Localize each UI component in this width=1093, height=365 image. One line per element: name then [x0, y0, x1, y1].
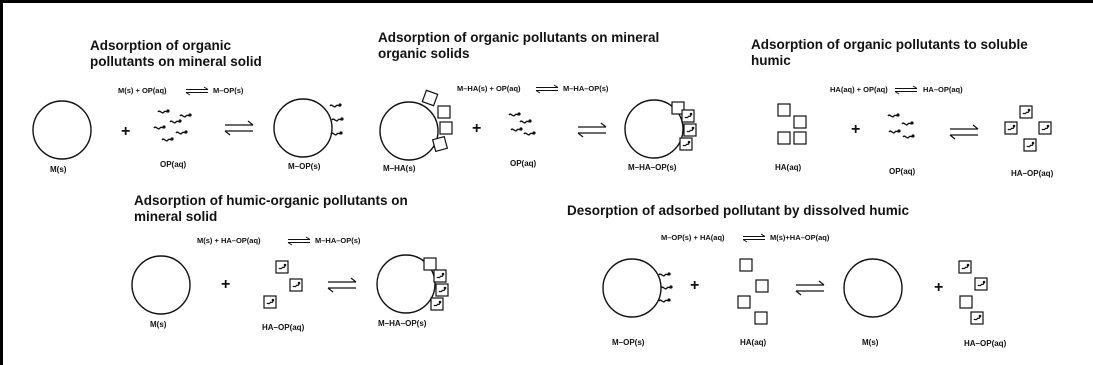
- panel2-eq-right: M–HA–OP(s): [563, 84, 609, 93]
- panel2-eq-arrow: [535, 84, 559, 94]
- panel4-mineral-circle: [131, 255, 191, 315]
- panel5-humic-squares: [737, 258, 769, 325]
- panel4-title-line1: Adsorption of humic-organic pollutants o…: [134, 193, 408, 208]
- panel1-eq-left: M(s) + OP(aq): [118, 86, 167, 95]
- panel2-plus: +: [472, 120, 481, 137]
- panel1-product-circle: [273, 98, 333, 158]
- panel5-label-ha: HA(aq): [740, 338, 767, 347]
- panel2-mineral-circle: [379, 101, 439, 161]
- panel5-mineral-circle: [843, 258, 903, 318]
- panel4-eq-left: M(s) + HA–OP(aq): [197, 236, 261, 245]
- panel4-humic-pollutant-complexes: [263, 260, 303, 309]
- panel4-equilibrium-arrow: [327, 277, 357, 293]
- panel4-eq-arrow: [287, 236, 311, 246]
- panel1-title-line2: pollutants on mineral solid: [90, 54, 262, 69]
- panel1-label-mineral: M(s): [50, 165, 67, 174]
- panel1-eq-arrow: [185, 86, 209, 96]
- panel5-label-product: HA–OP(aq): [964, 339, 1007, 348]
- panel5-eq-right: M(s)+HA–OP(aq): [770, 233, 830, 242]
- panel1-title: Adsorption of organic pollutants on mine…: [90, 38, 262, 70]
- panel3-label-product: HA–OP(aq): [1011, 169, 1054, 178]
- panel5-reactant-circle: [602, 258, 662, 318]
- panel1-pollutants: [153, 108, 193, 142]
- panel3-pollutants: [887, 112, 916, 139]
- panel2-eq-left: M–HA(s) + OP(aq): [457, 84, 521, 93]
- panel1-label-product: M–OP(s): [288, 162, 321, 171]
- panel3-humic-squares: [777, 103, 807, 145]
- panel5-adsorbed-pollutants: [658, 271, 674, 303]
- panel4-label-mineral: M(s): [150, 320, 167, 329]
- panel1-eq-right: M–OP(s): [213, 86, 244, 95]
- panel3-title: Adsorption of organic pollutants to solu…: [751, 37, 1028, 69]
- panel3-title-line2: humic: [751, 53, 791, 68]
- panel1-title-line1: Adsorption of organic: [90, 38, 231, 53]
- panel2-title-line1: Adsorption of organic pollutants on mine…: [378, 30, 660, 45]
- panel1-mineral-circle: [32, 100, 92, 160]
- panel5-label-reactant: M–OP(s): [612, 338, 645, 347]
- panel1-equilibrium-arrow: [224, 120, 254, 136]
- panel3-plus: +: [851, 121, 860, 138]
- panel4: M(s) + HA–OP(aq) M–HA–OP(s) M(s) + HA–OP…: [131, 236, 449, 332]
- panel4-plus: +: [221, 276, 230, 293]
- panel3-eq-arrow: [894, 85, 918, 95]
- panel3-label-op: OP(aq): [889, 167, 916, 176]
- panel2-equilibrium-arrow: [577, 122, 607, 138]
- panel2-humic-coating: [421, 89, 453, 153]
- panel1-plus: +: [121, 123, 130, 140]
- panel3-label-ha: HA(aq): [775, 163, 802, 172]
- panel3-equilibrium-arrow: [949, 124, 979, 140]
- panel2-product-circle: [624, 99, 684, 159]
- panel5-eq-left: M–OP(s) + HA(aq): [661, 233, 725, 242]
- panel4-label-haop: HA–OP(aq): [262, 323, 305, 332]
- panel3-title-line1: Adsorption of organic pollutants to solu…: [751, 37, 1028, 52]
- panel5-label-mineral: M(s): [862, 338, 879, 347]
- panel4-eq-right: M–HA–OP(s): [315, 236, 361, 245]
- panel5-eq-arrow: [742, 233, 766, 243]
- panel5-humic-pollutant-complexes: [958, 260, 988, 325]
- panel5-plus-2: +: [934, 279, 943, 296]
- panel2-label-product: M–HA–OP(s): [628, 163, 677, 172]
- panel2-title-line2: organic solids: [378, 46, 470, 61]
- panel2-label-op: OP(aq): [510, 159, 537, 168]
- panel5-title: Desorption of adsorbed pollutant by diss…: [567, 203, 910, 218]
- panel4-title: Adsorption of humic-organic pollutants o…: [134, 193, 408, 225]
- panel5-equilibrium-arrow: [795, 280, 825, 296]
- panel3-humic-pollutant-complexes: [1004, 105, 1052, 152]
- panel5: M–OP(s) + HA(aq) M(s)+HA–OP(aq) M–OP(s) …: [602, 233, 1007, 348]
- panel1-label-op: OP(aq): [160, 160, 187, 169]
- panel4-title-line2: mineral solid: [134, 209, 218, 224]
- panel2-title: Adsorption of organic pollutants on mine…: [378, 30, 659, 62]
- panel2-label-mineral: M–HA(s): [383, 164, 416, 173]
- panel5-plus-1: +: [690, 277, 699, 294]
- panel1: M(s) + OP(aq) M–OP(s) M(s) + OP(aq) M–OP…: [32, 86, 345, 174]
- panel3-eq-right: HA–OP(aq): [923, 85, 963, 94]
- panel3-eq-left: HA(aq) + OP(aq): [830, 85, 888, 94]
- panel3: HA(aq) + OP(aq) HA–OP(aq) HA(aq) + OP(aq…: [775, 85, 1054, 178]
- panel4-product-circle: [376, 254, 436, 314]
- panel4-label-product: M–HA–OP(s): [378, 319, 427, 328]
- panel2: M–HA(s) + OP(aq) M–HA–OP(s) M–HA(s) + OP…: [379, 84, 697, 173]
- panel2-pollutants: [508, 111, 537, 136]
